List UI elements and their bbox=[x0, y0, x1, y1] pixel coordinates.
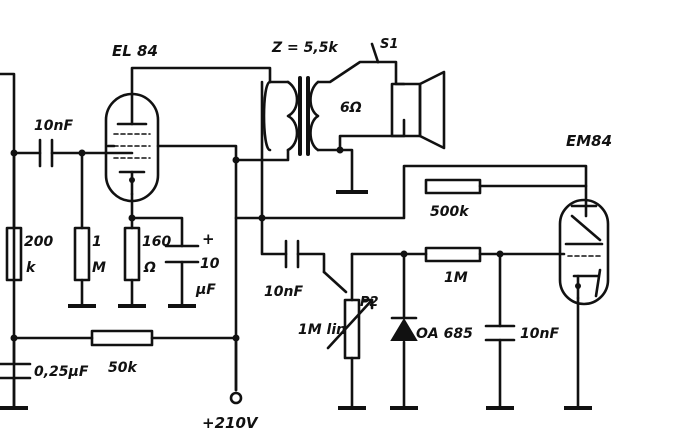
label-c10uf-a: 10 bbox=[200, 256, 220, 272]
label-r1m-a: 1 bbox=[92, 234, 102, 250]
capacitor-025uf bbox=[0, 336, 32, 410]
potentiometer-p2 bbox=[326, 298, 374, 360]
em84-tube bbox=[558, 198, 610, 306]
resistor-1m-2 bbox=[424, 246, 482, 263]
label-c-input: 10nF bbox=[34, 118, 73, 134]
junction-dots bbox=[10, 146, 504, 342]
label-pot: 1M lin bbox=[298, 322, 346, 338]
label-c10uf-b: µF bbox=[195, 282, 216, 298]
resistor-1m bbox=[73, 226, 91, 282]
label-em84: EM84 bbox=[566, 132, 612, 150]
label-supply: +210V bbox=[202, 414, 259, 432]
label-switch: S1 bbox=[380, 37, 398, 52]
label-speaker-imp: 6Ω bbox=[340, 100, 362, 116]
label-r160-b: Ω bbox=[143, 260, 156, 276]
output-transformer bbox=[262, 76, 320, 156]
label-c10nf-3: 10nF bbox=[520, 326, 559, 342]
label-c10uf-plus: + bbox=[202, 230, 215, 248]
label-r160-a: 160 bbox=[142, 234, 171, 250]
label-diode: OA 685 bbox=[416, 326, 473, 342]
diode-oa685 bbox=[390, 316, 418, 341]
label-r50k: 50k bbox=[108, 360, 138, 376]
wires bbox=[0, 60, 588, 410]
label-el84: EL 84 bbox=[112, 42, 158, 60]
supply-terminal bbox=[229, 391, 243, 405]
label-pot-ref: P2 bbox=[360, 295, 379, 310]
label-r200k-b: k bbox=[26, 260, 37, 276]
capacitor-10nf-2 bbox=[284, 239, 300, 269]
label-c025: 0,25µF bbox=[34, 364, 89, 380]
resistor-500k bbox=[424, 178, 482, 195]
ground-symbols bbox=[0, 190, 592, 410]
capacitor-10nf-3 bbox=[484, 324, 516, 342]
resistor-50k bbox=[90, 329, 154, 347]
speaker bbox=[390, 70, 446, 150]
label-c10nf-2: 10nF bbox=[264, 284, 303, 300]
capacitor-10uf bbox=[164, 244, 200, 264]
label-transformer-z: Z = 5,5k bbox=[271, 40, 339, 56]
resistor-160 bbox=[123, 226, 141, 282]
label-r1m-b: M bbox=[92, 260, 106, 276]
switch-s1 bbox=[370, 42, 380, 64]
component-labels: EL 84 EM84 Z = 5,5k S1 6Ω 10nF 200 k 1 M… bbox=[24, 37, 612, 432]
label-r1m-2: 1M bbox=[444, 270, 468, 286]
label-r200k-a: 200 bbox=[24, 234, 53, 250]
resistor-200k bbox=[5, 226, 23, 282]
label-r500k: 500k bbox=[430, 204, 470, 220]
el84-tube bbox=[104, 92, 160, 203]
capacitor-input bbox=[38, 138, 54, 168]
resistors bbox=[5, 178, 482, 347]
